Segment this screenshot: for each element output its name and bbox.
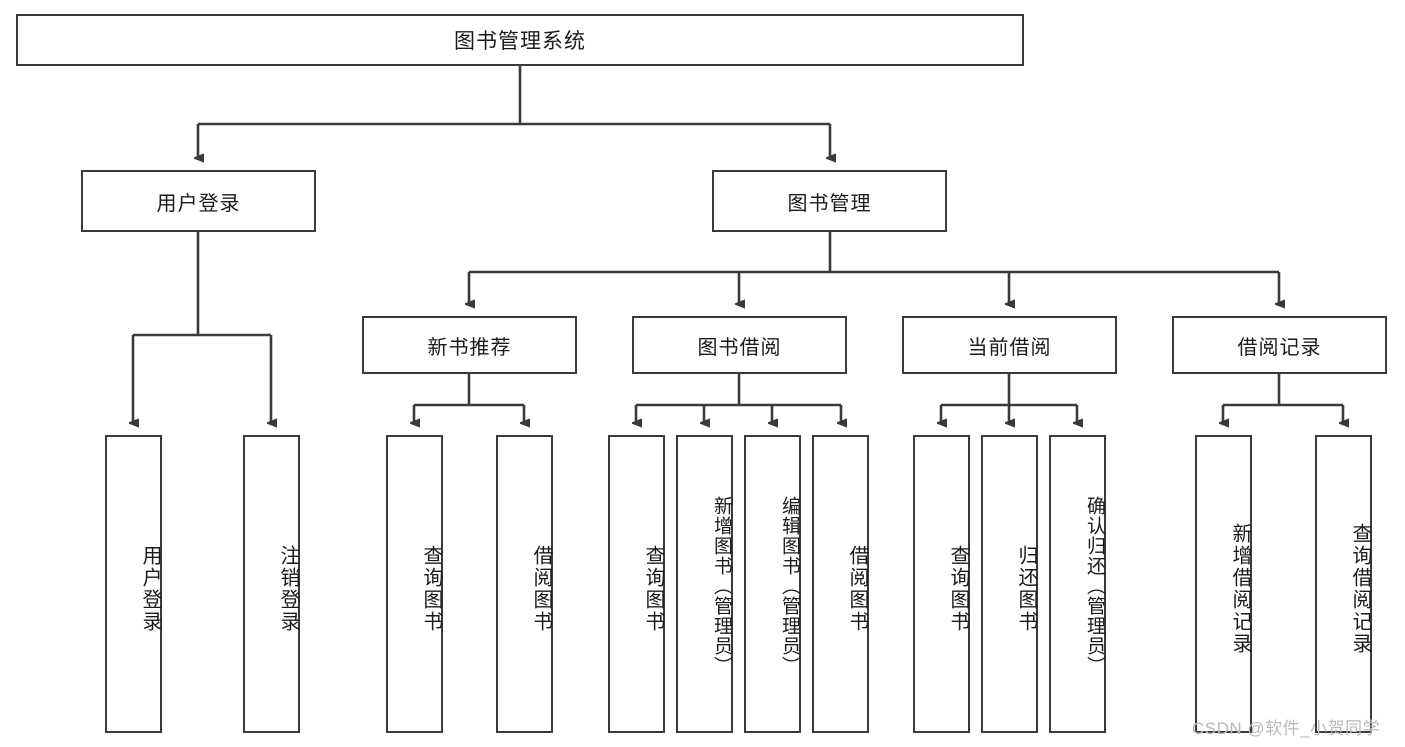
leaf-book-borrow-borrow[interactable]: 借阅图书 [812,435,869,733]
leaf-book-borrow-add-admin[interactable]: 新增图书（管理员） [676,435,733,733]
leaf-user-login-signin[interactable]: 用户登录 [105,435,162,733]
leaf-new-book-borrow[interactable]: 借阅图书 [496,435,553,733]
node-borrow-record[interactable]: 借阅记录 [1172,316,1387,374]
leaf-book-borrow-edit-admin[interactable]: 编辑图书（管理员） [744,435,801,733]
leaf-book-borrow-query[interactable]: 查询图书 [608,435,665,733]
leaf-user-login-signout[interactable]: 注销登录 [243,435,300,733]
node-root-book-management-system[interactable]: 图书管理系统 [16,14,1024,66]
node-book-borrow[interactable]: 图书借阅 [632,316,847,374]
leaf-current-borrow-return[interactable]: 归还图书 [981,435,1038,733]
leaf-current-borrow-query[interactable]: 查询图书 [913,435,970,733]
node-new-book-recommend[interactable]: 新书推荐 [362,316,577,374]
leaf-new-book-query[interactable]: 查询图书 [386,435,443,733]
leaf-borrow-record-add[interactable]: 新增借阅记录 [1195,435,1252,733]
node-book-management[interactable]: 图书管理 [712,170,947,232]
node-user-login[interactable]: 用户登录 [81,170,316,232]
leaf-borrow-record-query[interactable]: 查询借阅记录 [1315,435,1372,733]
leaf-current-borrow-confirm-return-admin[interactable]: 确认归还（管理员） [1049,435,1106,733]
watermark: CSDN @软件_小贺同学 [1192,719,1381,738]
node-current-borrow[interactable]: 当前借阅 [902,316,1117,374]
